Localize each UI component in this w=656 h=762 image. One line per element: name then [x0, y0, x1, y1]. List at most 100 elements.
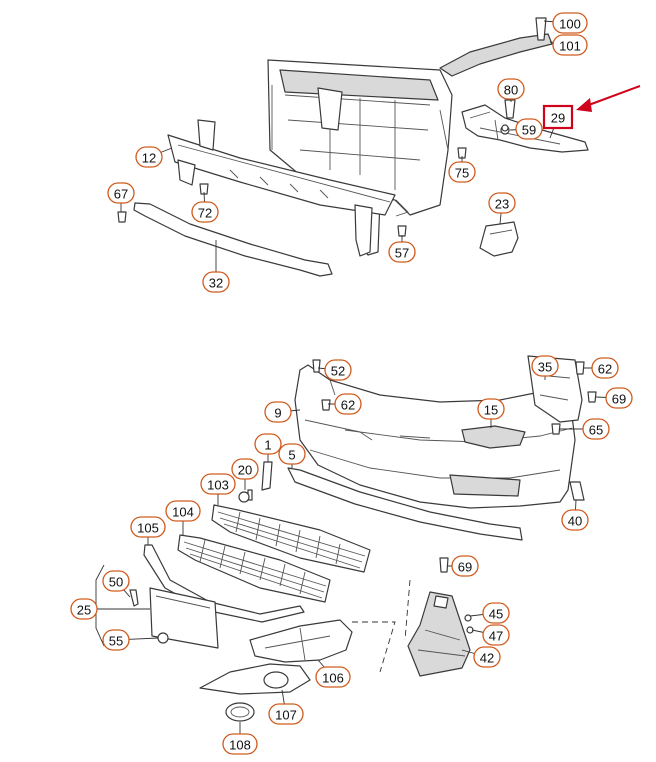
callout-108: 108 — [222, 733, 258, 755]
callout-bubble — [202, 271, 230, 293]
callout-bubble — [324, 359, 352, 381]
callout-bubble — [605, 387, 633, 409]
callout-label: 103 — [207, 478, 229, 493]
callout-40: 40 — [561, 509, 589, 531]
callout-bubble — [222, 733, 258, 755]
fasteners-50-55 — [129, 589, 169, 644]
callout-15: 15 — [477, 398, 505, 420]
callout-103: 103 — [200, 473, 236, 495]
callout-101: 101 — [552, 34, 588, 56]
callout-bubble — [531, 355, 559, 377]
callout-label: 47 — [489, 629, 503, 644]
callout-12: 12 — [135, 146, 163, 168]
callout-bubble — [264, 401, 292, 423]
grille-103 — [211, 504, 371, 573]
callout-bubble — [482, 624, 510, 646]
callout-bubble — [582, 418, 610, 440]
bumper-bracket-101 — [439, 17, 553, 77]
callout-106: 106 — [315, 666, 351, 688]
callout-label: 62 — [598, 362, 612, 377]
callout-label: 5 — [288, 448, 295, 463]
callout-bubble — [488, 192, 516, 214]
callout-bubble — [552, 34, 588, 56]
callout-label: 105 — [137, 521, 159, 536]
callout-bubble — [102, 629, 130, 651]
trim-strip-105 — [143, 544, 305, 623]
callout-bubble — [200, 473, 236, 495]
callout-69: 69 — [605, 387, 633, 409]
callout-1: 1 — [254, 433, 282, 455]
callout-80: 80 — [497, 78, 525, 100]
bumper-cover-9 — [294, 364, 576, 509]
callout-label: 75 — [455, 166, 469, 181]
callout-label: 57 — [395, 246, 409, 261]
callout-label: 9 — [274, 406, 281, 421]
callout-label: 50 — [109, 575, 123, 590]
callout-25: 25 — [70, 598, 98, 620]
callout-label: 42 — [480, 651, 494, 666]
callout-65: 65 — [582, 418, 610, 440]
callout-label: 69 — [458, 560, 472, 575]
callout-29: 29 — [542, 104, 574, 130]
fog-cover-106 — [249, 619, 353, 663]
group-bracket-25 — [95, 564, 105, 647]
callout-42: 42 — [473, 646, 501, 668]
callout-bubble — [482, 602, 510, 624]
callout-55: 55 — [102, 629, 130, 651]
callout-label: 72 — [198, 206, 212, 221]
callout-bubble — [591, 357, 619, 379]
callout-label: 52 — [331, 364, 345, 379]
callout-62: 62 — [334, 393, 362, 415]
trim-strip-1 — [261, 461, 273, 491]
callout-label: 59 — [522, 123, 536, 138]
callout-bubble — [388, 241, 416, 263]
callout-47: 47 — [482, 624, 510, 646]
air-deflector-32 — [133, 202, 333, 277]
callout-label: 107 — [275, 708, 297, 723]
callout-label: 67 — [114, 187, 128, 202]
callout-label: 35 — [538, 360, 552, 375]
callout-107: 107 — [268, 703, 304, 725]
impact-beam-12 — [167, 119, 396, 257]
callout-bubble — [102, 570, 130, 592]
callout-62: 62 — [591, 357, 619, 379]
callout-32: 32 — [202, 271, 230, 293]
callout-label: 1 — [264, 438, 271, 453]
fog-ring-108 — [225, 702, 255, 722]
highlight-box — [542, 104, 574, 130]
callout-59: 59 — [515, 118, 543, 140]
callout-label: 100 — [559, 17, 581, 32]
spoiler-5 — [287, 467, 523, 541]
callout-label: 32 — [209, 276, 223, 291]
callout-57: 57 — [388, 241, 416, 263]
callout-bubble — [107, 182, 135, 204]
callout-label: 101 — [559, 39, 581, 54]
callout-label: 104 — [172, 505, 194, 520]
callout-bubble — [497, 78, 525, 100]
callout-23: 23 — [488, 192, 516, 214]
grille-104 — [177, 534, 331, 603]
callout-label: 12 — [142, 151, 156, 166]
callout-bubble — [561, 509, 589, 531]
callout-72: 72 — [191, 201, 219, 223]
callout-9: 9 — [264, 401, 292, 423]
tow-cover-40 — [569, 481, 585, 501]
callout-label: 65 — [589, 423, 603, 438]
callout-bubble — [552, 12, 588, 34]
callout-label: 20 — [238, 463, 252, 478]
callout-label: 29 — [551, 111, 565, 126]
callout-bubble — [451, 555, 479, 577]
callout-label: 62 — [341, 398, 355, 413]
callout-label: 80 — [504, 83, 518, 98]
callout-50: 50 — [102, 570, 130, 592]
callout-69: 69 — [451, 555, 479, 577]
callout-label: 55 — [109, 634, 123, 649]
callout-label: 108 — [229, 738, 251, 753]
callout-bubble — [135, 146, 163, 168]
callout-label: 106 — [322, 671, 344, 686]
callout-75: 75 — [448, 161, 476, 183]
callout-bubble — [165, 500, 201, 522]
